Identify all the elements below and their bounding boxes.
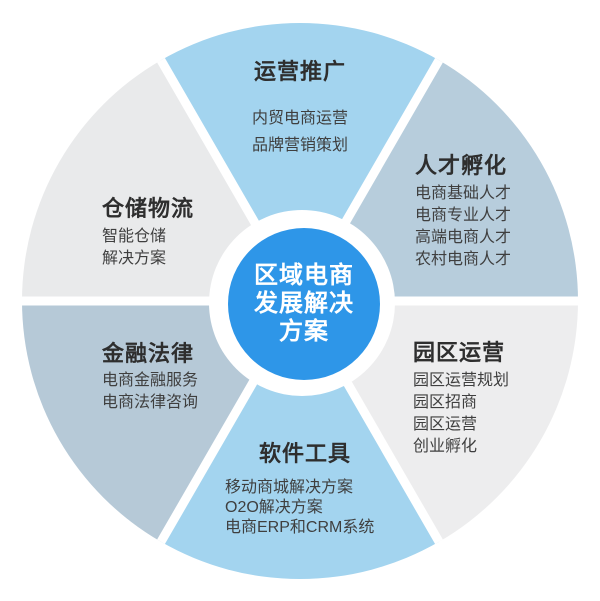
sector-label-bottom-right: 园区运营 园区运营规划 园区招商 园区运营 创业孵化 — [413, 340, 509, 458]
sector-title: 软件工具 — [258, 441, 351, 466]
sector-items: 移动商城解决方案 O2O解决方案 电商ERP和CRM系统 — [225, 478, 385, 538]
sector-label-top-right: 人才孵化 电商基础人才 电商专业人才 高端电商人才 农村电商人才 — [415, 153, 511, 271]
sector-wedge-bottom — [161, 301, 439, 580]
sector-item: 电商ERP和CRM系统 — [225, 519, 375, 536]
sector-title: 人才孵化 — [415, 153, 508, 178]
sector-item: 智能仓储 — [102, 228, 167, 245]
sector-items: 电商基础人才 电商专业人才 高端电商人才 农村电商人才 — [415, 183, 511, 271]
sector-item: O2O解决方案 — [225, 499, 323, 516]
sector-item: 品牌营销策划 — [251, 137, 348, 154]
sector-item: 解决方案 — [102, 250, 167, 267]
sector-item: 农村电商人才 — [415, 251, 512, 268]
sector-item: 电商法律咨询 — [102, 394, 199, 411]
sector-item: 园区运营规划 — [413, 372, 510, 389]
sector-item: 电商基础人才 — [415, 185, 512, 202]
center-title-line: 区域电商 — [254, 262, 354, 289]
sector-title: 仓储物流 — [102, 196, 195, 221]
sector-item: 高端电商人才 — [415, 229, 512, 246]
center-title-line: 发展解决 — [254, 290, 354, 317]
sector-label-bottom-left: 金融法律 电商金融服务 电商法律咨询 — [102, 341, 198, 414]
sector-label-top-left: 仓储物流 智能仓储 解决方案 — [102, 196, 194, 270]
sector-item: 电商金融服务 — [102, 372, 199, 389]
sector-items: 内贸电商运营 品牌营销策划 — [188, 105, 412, 159]
center-title-line: 方案 — [279, 318, 329, 345]
sector-item: 电商专业人才 — [415, 207, 512, 224]
sector-wedge-top — [161, 22, 439, 301]
sector-item: 园区招商 — [413, 394, 478, 411]
sector-item: 内贸电商运营 — [251, 110, 348, 127]
sector-items: 电商金融服务 电商法律咨询 — [102, 370, 198, 414]
sector-items: 园区运营规划 园区招商 园区运营 创业孵化 — [413, 370, 509, 458]
center-title: 区域电商 发展解决 方案 — [228, 228, 380, 380]
sector-item: 创业孵化 — [413, 438, 478, 455]
sector-wedge-top-left — [21, 60, 300, 302]
sector-item: 移动商城解决方案 — [225, 479, 354, 496]
sector-label-top: 运营推广 内贸电商运营 品牌营销策划 — [188, 59, 412, 159]
hub-circle — [228, 228, 380, 380]
sector-items: 智能仓储 解决方案 — [102, 226, 194, 270]
sector-title: 园区运营 — [413, 340, 506, 365]
sector-item: 园区运营 — [413, 416, 478, 433]
sector-title: 运营推广 — [253, 59, 346, 84]
sector-title: 金融法律 — [102, 341, 195, 366]
sector-label-bottom: 软件工具 移动商城解决方案 O2O解决方案 电商ERP和CRM系统 — [225, 441, 385, 538]
